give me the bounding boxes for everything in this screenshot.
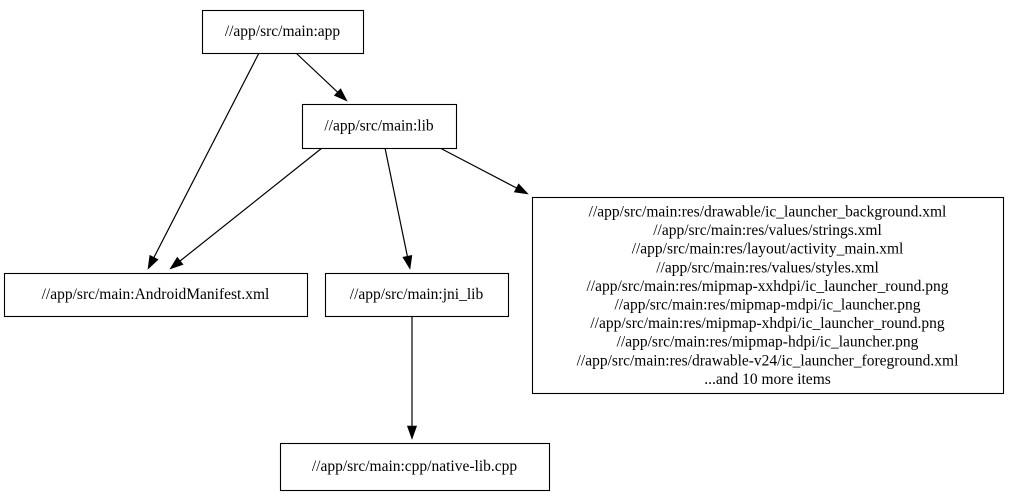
node-label: //app/src/main:res/drawable/ic_launcher_… (577, 204, 959, 388)
graph-edge (406, 316, 418, 440)
graph-node-app[interactable]: //app/src/main:app (201, 9, 365, 55)
node-box[interactable] (279, 442, 551, 492)
edge-line (295, 52, 340, 94)
graph-node-res[interactable]: //app/src/main:res/drawable/ic_launcher_… (531, 196, 1005, 395)
edge-line (439, 147, 519, 190)
edge-line (152, 52, 260, 260)
graph-edge (439, 147, 529, 195)
edges-layer (147, 52, 529, 440)
node-label: //app/src/main:AndroidManifest.xml (42, 286, 270, 303)
edge-line (384, 147, 409, 259)
node-label-line: ...and 10 more items (704, 371, 831, 388)
node-label-line: //app/src/main:res/drawable/ic_launcher_… (589, 204, 947, 221)
graph-edge (147, 52, 260, 270)
arrowhead-icon (406, 425, 418, 440)
graph-node-lib[interactable]: //app/src/main:lib (301, 103, 458, 150)
node-label-line: //app/src/main:res/values/styles.xml (656, 259, 879, 276)
node-box[interactable] (324, 272, 510, 318)
graph-edge (169, 147, 323, 270)
nodes-layer: //app/src/main:app //app/src/main:lib //ap… (3, 9, 1005, 492)
node-label-line: //app/src/main:res/values/strings.xml (653, 222, 882, 239)
arrowhead-icon (402, 254, 413, 270)
node-label: //app/src/main:cpp/native-lib.cpp (312, 458, 518, 475)
graph-edge (384, 147, 413, 270)
arrowhead-icon (147, 254, 159, 270)
node-label-line: //app/src/main:res/mipmap-xhdpi/ic_launc… (590, 315, 945, 332)
node-box[interactable] (201, 9, 365, 55)
node-label-line: //app/src/main:res/layout/activity_main.… (632, 241, 904, 258)
node-label-line: //app/src/main:res/mipmap-mdpi/ic_launch… (614, 297, 920, 314)
node-label: //app/src/main:app (225, 23, 341, 40)
node-label: //app/src/main:lib (324, 118, 434, 135)
node-box[interactable] (531, 196, 1005, 395)
arrowhead-icon (513, 183, 529, 195)
graph-node-jni_lib[interactable]: //app/src/main:jni_lib (324, 272, 510, 318)
graph-node-native_lib[interactable]: //app/src/main:cpp/native-lib.cpp (279, 442, 551, 492)
node-box[interactable] (301, 103, 458, 150)
graph-node-manifest[interactable]: //app/src/main:AndroidManifest.xml (3, 272, 309, 318)
edge-line (178, 147, 323, 263)
node-box[interactable] (3, 272, 309, 318)
graph-edge (295, 52, 348, 102)
arrowhead-icon (333, 88, 348, 102)
node-label-line: //app/src/main:res/drawable-v24/ic_launc… (577, 352, 959, 369)
node-label-line: //app/src/main:res/mipmap-hdpi/ic_launch… (617, 334, 919, 351)
node-label: //app/src/main:jni_lib (350, 286, 484, 303)
node-label-line: //app/src/main:res/mipmap-xxhdpi/ic_laun… (586, 278, 948, 295)
arrowhead-icon (169, 256, 184, 270)
